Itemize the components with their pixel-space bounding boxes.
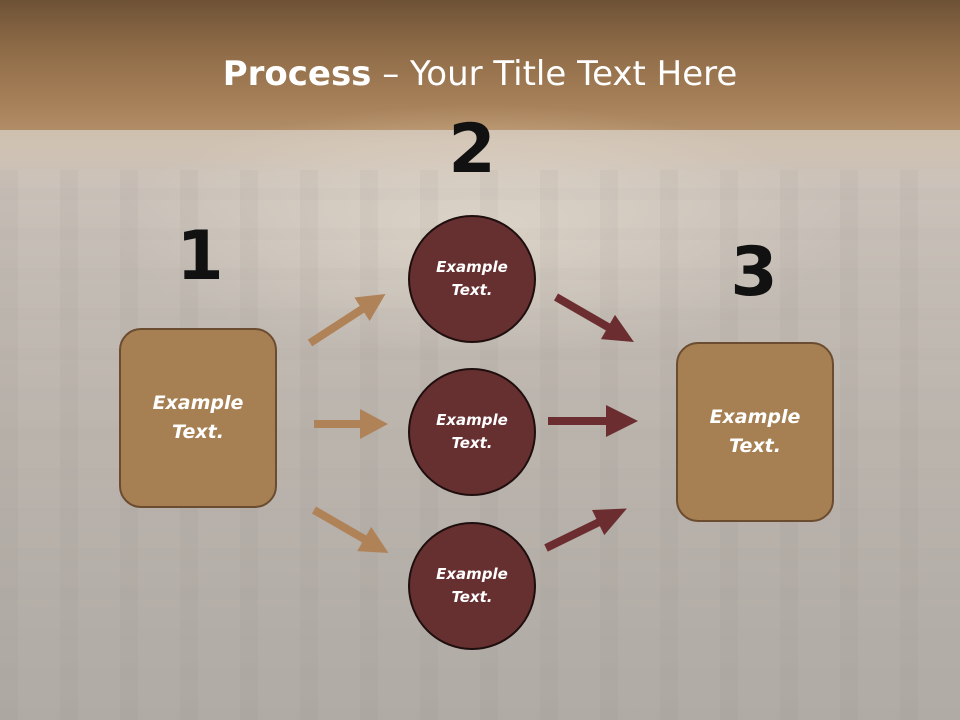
slide-title: Process – Your Title Text Here [0, 52, 960, 96]
arrow-right-down-icon [554, 293, 634, 342]
title-rest: – Your Title Text Here [371, 54, 738, 94]
arrow-right-down-icon [312, 506, 389, 553]
step-2-circle-top: Example Text. [408, 215, 536, 343]
step-3-box: Example Text. [676, 342, 834, 522]
arrows-light [307, 293, 389, 553]
step-2-circle-middle: Example Text. [408, 368, 536, 496]
step-1-box: Example Text. [119, 328, 277, 508]
step-number-2: 2 [448, 110, 496, 189]
arrows-dark [544, 293, 638, 552]
arrow-right-up-icon [544, 508, 627, 552]
step-2-circle-bottom: Example Text. [408, 522, 536, 650]
arrow-right-icon [548, 405, 638, 437]
arrow-right-up-icon [307, 293, 386, 347]
title-bold: Process [222, 54, 372, 94]
step-number-3: 3 [730, 233, 778, 312]
arrow-right-icon [314, 409, 388, 439]
step-number-1: 1 [176, 217, 224, 296]
